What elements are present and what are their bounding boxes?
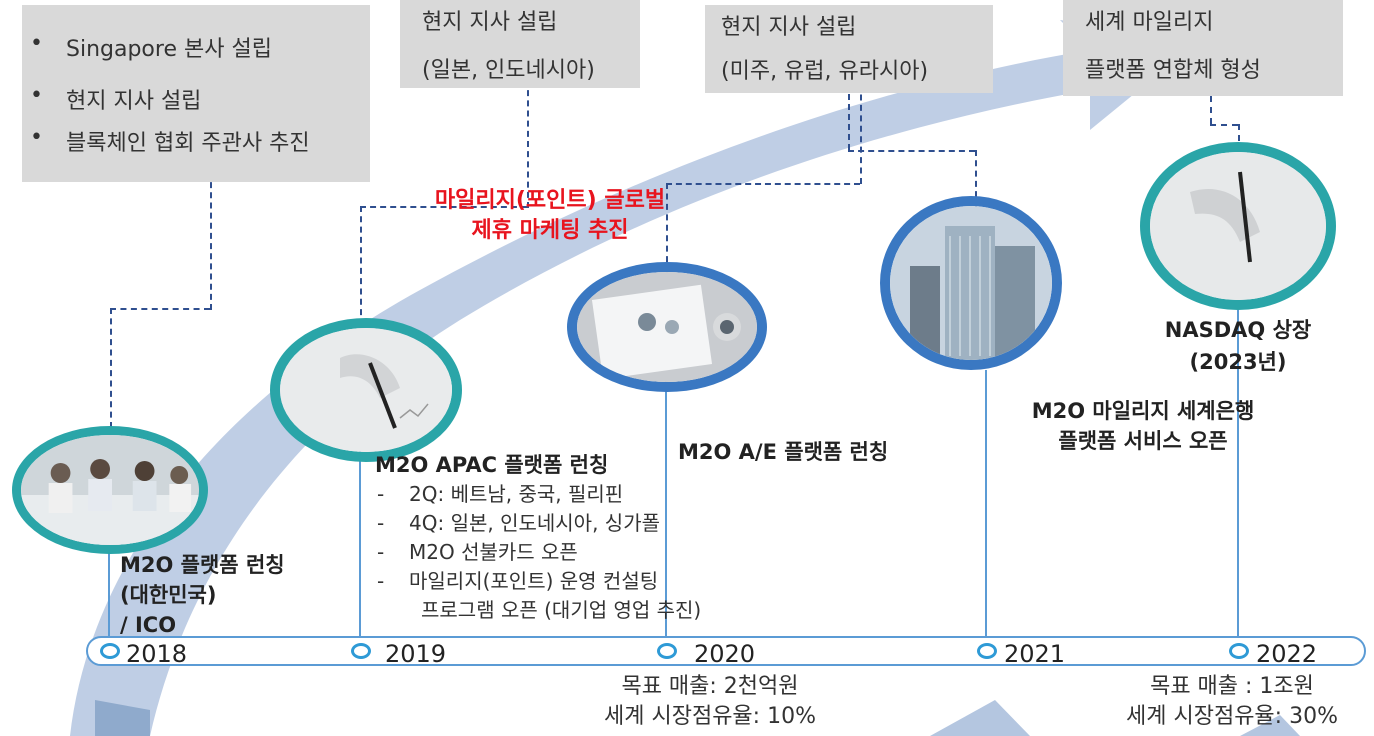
- m2022-line-2: (2023년): [1189, 350, 1287, 374]
- year-2020: 2020: [694, 640, 756, 668]
- connector-box3-h: [666, 183, 860, 185]
- connector-box4: [1210, 96, 1212, 124]
- stem-2021: [985, 370, 987, 650]
- timeline-marker-2021: [977, 643, 997, 659]
- t2020-line-1: 목표 매출: 2천억원: [621, 674, 799, 699]
- box3-line-1: 현지 지사 설립: [721, 15, 857, 40]
- m2018-line-1: M2O 플랫폼 런칭: [120, 553, 285, 577]
- highlight-line-2: 제휴 마케팅 추진: [471, 218, 629, 243]
- t2020-line-2: 세계 시장점유율: 10%: [604, 704, 816, 729]
- connector-box3b-v: [975, 150, 977, 228]
- year-2019: 2019: [385, 640, 447, 668]
- connector-box1: [210, 172, 212, 310]
- connector-box2-h: [360, 206, 527, 208]
- meeting-photo: [12, 426, 208, 554]
- stem-2020: [665, 380, 667, 652]
- year-2021: 2021: [1004, 640, 1066, 668]
- connector-box2-v: [360, 206, 362, 346]
- stem-2022: [1237, 310, 1239, 650]
- m2018-line-3: / ICO: [120, 613, 177, 637]
- m2019-list: -2Q: 베트남, 중국, 필리핀 -4Q: 일본, 인도네시아, 싱가폴 -M…: [375, 480, 701, 625]
- box4-line-2: 플랫폼 연합체 형성: [1085, 58, 1261, 83]
- box-branch-japan-indonesia: 현지 지사 설립 (일본, 인도네시아): [400, 0, 640, 88]
- m2019-continuation: 프로그램 오픈 (대기업 영업 추진): [421, 598, 702, 622]
- connector-box1-v: [110, 308, 112, 428]
- m2019-item: -마일리지(포인트) 운영 컨설팅: [377, 569, 659, 593]
- box2-line-1: 현지 지사 설립: [422, 10, 558, 35]
- box4-line-1: 세계 마일리지: [1085, 10, 1214, 35]
- timeline-bar: [86, 636, 1366, 666]
- pen-writing-photo-2022: [1140, 142, 1336, 310]
- m2021-line-1: M2O 마일리지 세계은행: [1031, 399, 1255, 423]
- highlight-line-1: 마일리지(포인트) 글로벌: [434, 188, 666, 213]
- pen-writing-photo-2019: [270, 318, 462, 462]
- box-branch-america-europe: 현지 지사 설립 (미주, 유럽, 유라시아): [705, 5, 993, 93]
- m2019-item-text: 마일리지(포인트) 운영 컨설팅: [409, 569, 659, 593]
- box1-bullet-3: 블록체인 협회 주관사 추진: [30, 125, 310, 157]
- global-marketing-highlight: 마일리지(포인트) 글로벌 제휴 마케팅 추진: [400, 186, 700, 246]
- m2019-title: M2O APAC 플랫폼 런칭: [375, 453, 609, 477]
- box3-line-2: (미주, 유럽, 유라시아): [721, 59, 929, 84]
- milestone-2020-title: M2O A/E 플랫폼 런칭: [678, 440, 889, 464]
- milestone-2018: M2O 플랫폼 런칭 (대한민국) / ICO: [120, 550, 285, 640]
- base-block-left: [95, 700, 150, 736]
- t2022-line-1: 목표 매출 : 1조원: [1150, 674, 1314, 699]
- box-singapore-hq: Singapore 본사 설립 현지 지사 설립 블록체인 협회 주관사 추진: [22, 5, 370, 182]
- timeline-marker-2019: [351, 643, 371, 659]
- connector-box2: [527, 80, 529, 208]
- connector-box3b: [848, 84, 850, 150]
- m2022-line-1: NASDAQ 상장: [1164, 318, 1312, 342]
- m2019-item-text: 2Q: 베트남, 중국, 필리핀: [409, 482, 624, 506]
- m2018-line-2: (대한민국): [120, 583, 217, 607]
- stem-2019: [359, 400, 361, 652]
- m2019-item: -4Q: 일본, 인도네시아, 싱가폴: [377, 511, 660, 535]
- target-2020: 목표 매출: 2천억원 세계 시장점유율: 10%: [560, 672, 860, 732]
- year-2022: 2022: [1256, 640, 1318, 668]
- box1-bullet-2: 현지 지사 설립: [30, 83, 202, 115]
- stem-2018: [108, 528, 110, 652]
- box1-bullet-1: Singapore 본사 설립: [30, 31, 272, 63]
- office-building-photo: [880, 196, 1062, 370]
- connector-box1-h: [110, 308, 210, 310]
- documents-photo: [567, 262, 767, 392]
- timeline-marker-2020: [657, 643, 677, 659]
- connector-box3-v: [666, 183, 668, 283]
- timeline-marker-2022: [1229, 643, 1249, 659]
- connector-box3b-h: [848, 150, 975, 152]
- m2019-item-text: M2O 선불카드 오픈: [409, 540, 578, 564]
- milestone-2022: NASDAQ 상장 (2023년): [1140, 314, 1336, 378]
- connector-box3: [860, 84, 862, 184]
- connector-box4-h: [1210, 124, 1238, 126]
- m2019-item-text: 4Q: 일본, 인도네시아, 싱가폴: [409, 511, 660, 535]
- m2019-item: -M2O 선불카드 오픈: [377, 540, 578, 564]
- m2019-item: -2Q: 베트남, 중국, 필리핀: [377, 482, 624, 506]
- m2021-line-2: 플랫폼 서비스 오픈: [1058, 429, 1228, 453]
- year-2018: 2018: [126, 640, 188, 668]
- box2-line-2: (일본, 인도네시아): [422, 58, 595, 83]
- milestone-2019: M2O APAC 플랫폼 런칭 -2Q: 베트남, 중국, 필리핀 -4Q: 일…: [375, 450, 701, 625]
- t2022-line-2: 세계 시장점유율: 30%: [1126, 704, 1338, 729]
- diagonal-arrow-right: [930, 700, 1030, 736]
- box-mileage-alliance: 세계 마일리지 플랫폼 연합체 형성: [1063, 0, 1343, 96]
- diagonal-arrow-right-2: [1240, 715, 1300, 736]
- target-2022: 목표 매출 : 1조원 세계 시장점유율: 30%: [1090, 672, 1374, 732]
- connector-box4-v: [1238, 124, 1240, 152]
- timeline-marker-2018: [100, 643, 120, 659]
- milestone-2021: M2O 마일리지 세계은행 플랫폼 서비스 오픈: [998, 396, 1288, 456]
